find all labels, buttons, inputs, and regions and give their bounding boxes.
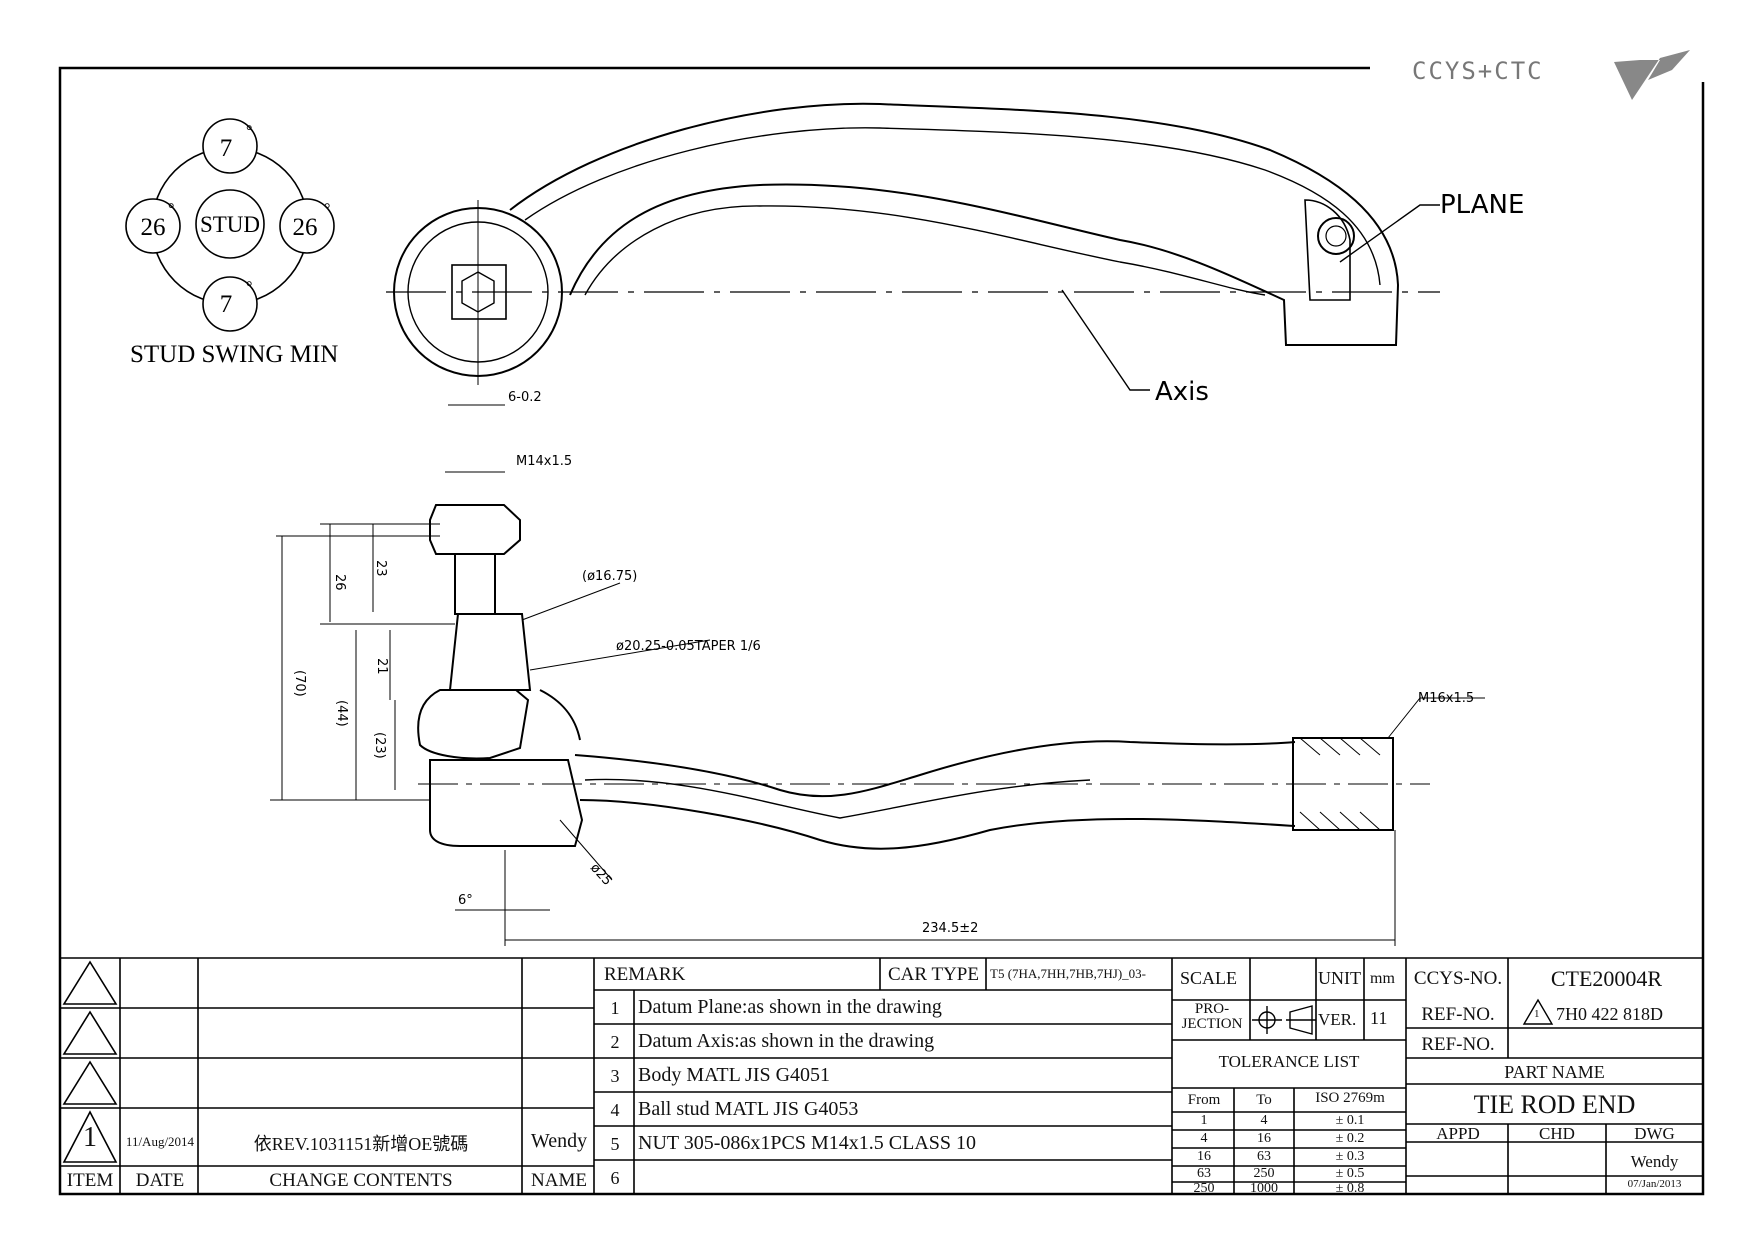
tolerance-from: 1 — [1200, 1113, 1208, 1128]
remark-no: 5 — [610, 1134, 620, 1154]
car-type-value: T5 (7HA,7HH,7HB,7HJ)_03- — [990, 966, 1146, 981]
ref-revision-number: 1 — [1534, 1008, 1540, 1020]
tolerance-to: 63 — [1257, 1149, 1271, 1164]
chd-label: CHD — [1539, 1124, 1575, 1143]
remark-text: NUT 305-086x1PCS M14x1.5 CLASS 10 — [638, 1132, 977, 1154]
dim-d1675: (ø16.75) — [582, 569, 637, 584]
tolerance-title: TOLERANCE LIST — [1218, 1052, 1360, 1071]
tolerance-to: 4 — [1260, 1113, 1268, 1128]
remark-text: Ball stud MATL JIS G4053 — [638, 1098, 859, 1120]
dim-70: (70) — [292, 670, 307, 697]
remark-no: 3 — [610, 1066, 620, 1086]
brand-logo: CCYS+CTC — [1412, 50, 1690, 100]
swing-top-value: 7 — [220, 135, 233, 162]
revision-change: 依REV.1031151新增OE號碼 — [253, 1134, 469, 1154]
dim-23b: (23) — [372, 732, 387, 759]
revision-triangles — [62, 960, 118, 1163]
degree-mark: ° — [168, 201, 174, 218]
top-view — [386, 102, 1440, 391]
revision-name: Wendy — [530, 1130, 588, 1152]
tolerance-header-to: To — [1256, 1092, 1272, 1108]
tolerance-from: 63 — [1197, 1166, 1211, 1181]
swing-center-label: STUD — [200, 212, 260, 237]
tolerance-header-from: From — [1187, 1092, 1221, 1108]
header-item: ITEM — [66, 1170, 114, 1191]
tolerance-from: 4 — [1200, 1131, 1208, 1146]
ccys-label: CCYS-NO. — [1413, 968, 1503, 989]
ref-label-1: REF-NO. — [1421, 1004, 1495, 1025]
part-name-label: PART NAME — [1504, 1062, 1605, 1082]
ccys-value: CTE20004R — [1550, 966, 1663, 991]
dim-23: 23 — [373, 560, 388, 577]
swing-caption: STUD SWING MIN — [130, 341, 338, 368]
remark-no: 4 — [610, 1100, 620, 1120]
dim-hex: 6-0.2 — [508, 390, 542, 405]
degree-mark: ° — [246, 123, 252, 140]
remark-text: Body MATL JIS G4051 — [638, 1064, 831, 1086]
dim-thread: M14x1.5 — [516, 454, 572, 469]
revision-date: 11/Aug/2014 — [125, 1134, 195, 1149]
dwg-label: DWG — [1634, 1124, 1675, 1143]
header-date: DATE — [135, 1170, 185, 1191]
axis-label: Axis — [1155, 377, 1209, 407]
scale-label: SCALE — [1180, 968, 1238, 988]
degree-mark: ° — [246, 279, 252, 296]
tolerance-to: 1000 — [1250, 1181, 1278, 1196]
tolerance-from: 250 — [1193, 1181, 1215, 1196]
dim-taper: ø20.25-0.05TAPER 1/6 — [616, 639, 761, 654]
swing-left-value: 26 — [141, 214, 166, 241]
projection-symbol-icon — [1252, 1005, 1316, 1035]
side-view — [417, 504, 1430, 850]
revision-number: 1 — [83, 1122, 97, 1153]
projection-label: PRO-JECTION — [1181, 1001, 1243, 1032]
tolerance-to: 16 — [1257, 1131, 1271, 1146]
remark-no: 1 — [610, 998, 620, 1018]
dim-m16: M16x1.5 — [1418, 691, 1474, 706]
ref-label-2: REF-NO. — [1421, 1034, 1495, 1055]
svg-text:CCYS+CTC: CCYS+CTC — [1412, 57, 1544, 85]
unit-value: mm — [1370, 970, 1395, 987]
tolerance-value: ± 0.3 — [1335, 1149, 1365, 1164]
ver-value: 11 — [1370, 1008, 1388, 1028]
swing-right-value: 26 — [293, 214, 318, 241]
dim-26: 26 — [332, 574, 347, 591]
tolerance-value: ± 0.8 — [1335, 1181, 1365, 1196]
remark-no: 6 — [610, 1168, 620, 1188]
dwg-name: Wendy — [1630, 1152, 1679, 1171]
remark-title: REMARK — [604, 964, 686, 985]
title-block-grid — [60, 957, 1703, 1194]
tolerance-header-iso: ISO 2769m — [1315, 1090, 1385, 1106]
swing-bottom-value: 7 — [220, 291, 233, 318]
ref-value-1: 7H0 422 818D — [1556, 1004, 1663, 1024]
tolerance-value: ± 0.5 — [1335, 1166, 1365, 1181]
part-name: TIE ROD END — [1473, 1090, 1636, 1119]
tolerance-value: ± 0.1 — [1335, 1113, 1365, 1128]
car-type-label: CAR TYPE — [888, 964, 979, 985]
degree-mark: ° — [324, 201, 330, 218]
tolerance-to: 250 — [1253, 1166, 1275, 1181]
stud-swing-diagram — [125, 118, 335, 332]
remark-text: Datum Plane:as shown in the drawing — [638, 996, 942, 1018]
appd-label: APPD — [1436, 1124, 1480, 1143]
plane-label: PLANE — [1440, 190, 1524, 220]
dim-44: (44) — [334, 700, 349, 727]
dim-length: 234.5±2 — [922, 921, 978, 936]
dim-21: 21 — [374, 658, 389, 675]
header-name: NAME — [531, 1170, 587, 1191]
remark-text: Datum Axis:as shown in the drawing — [638, 1030, 935, 1052]
unit-label: UNIT — [1318, 968, 1361, 988]
dim-angle: 6° — [458, 893, 473, 908]
ref-revision-triangle — [1522, 998, 1554, 1025]
tolerance-value: ± 0.2 — [1335, 1131, 1365, 1146]
sheet-border — [58, 66, 1705, 1196]
remark-no: 2 — [610, 1032, 620, 1052]
ver-label: VER. — [1318, 1010, 1357, 1029]
tolerance-from: 16 — [1197, 1149, 1211, 1164]
dwg-date: 07/Jan/2013 — [1627, 1178, 1682, 1190]
header-change-contents: CHANGE CONTENTS — [269, 1170, 453, 1191]
dimension-lines — [270, 404, 1485, 946]
